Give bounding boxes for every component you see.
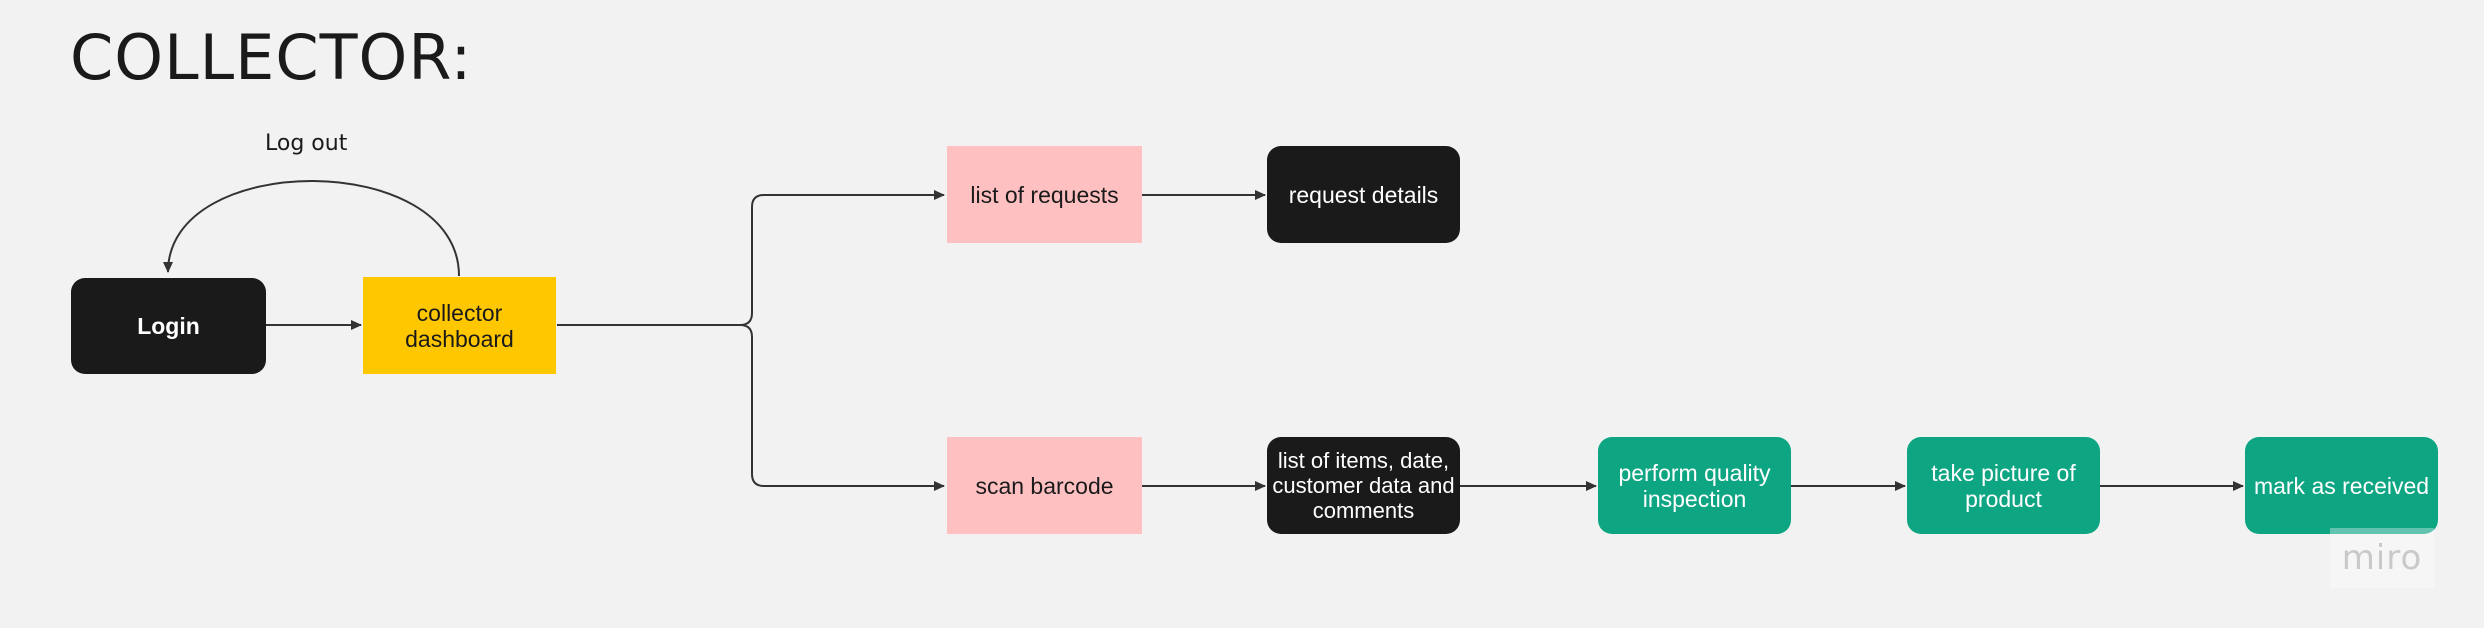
take-picture-node[interactable]: take picture of product: [1907, 437, 2100, 534]
quality-inspection-node[interactable]: perform quality inspection: [1598, 437, 1791, 534]
list-of-requests-node[interactable]: list of requests: [947, 146, 1142, 243]
items-customer-data-node[interactable]: list of items, date, customer data and c…: [1267, 437, 1460, 534]
edge-dashboard-logout-to-login: [163, 180, 460, 277]
request-details-node[interactable]: request details: [1267, 146, 1460, 243]
login-node[interactable]: Login: [71, 278, 266, 374]
diagram-title: COLLECTOR:: [70, 21, 473, 94]
scan-barcode-node[interactable]: scan barcode: [947, 437, 1142, 534]
edge-branch-to-scan-barcode: [739, 324, 945, 491]
miro-watermark: miro: [2330, 528, 2434, 588]
collector-dashboard-node[interactable]: collector dashboard: [363, 277, 556, 374]
edge-branch-to-list-requests: [739, 190, 945, 326]
mark-received-node[interactable]: mark as received: [2245, 437, 2438, 534]
logout-edge-label: Log out: [265, 131, 348, 156]
